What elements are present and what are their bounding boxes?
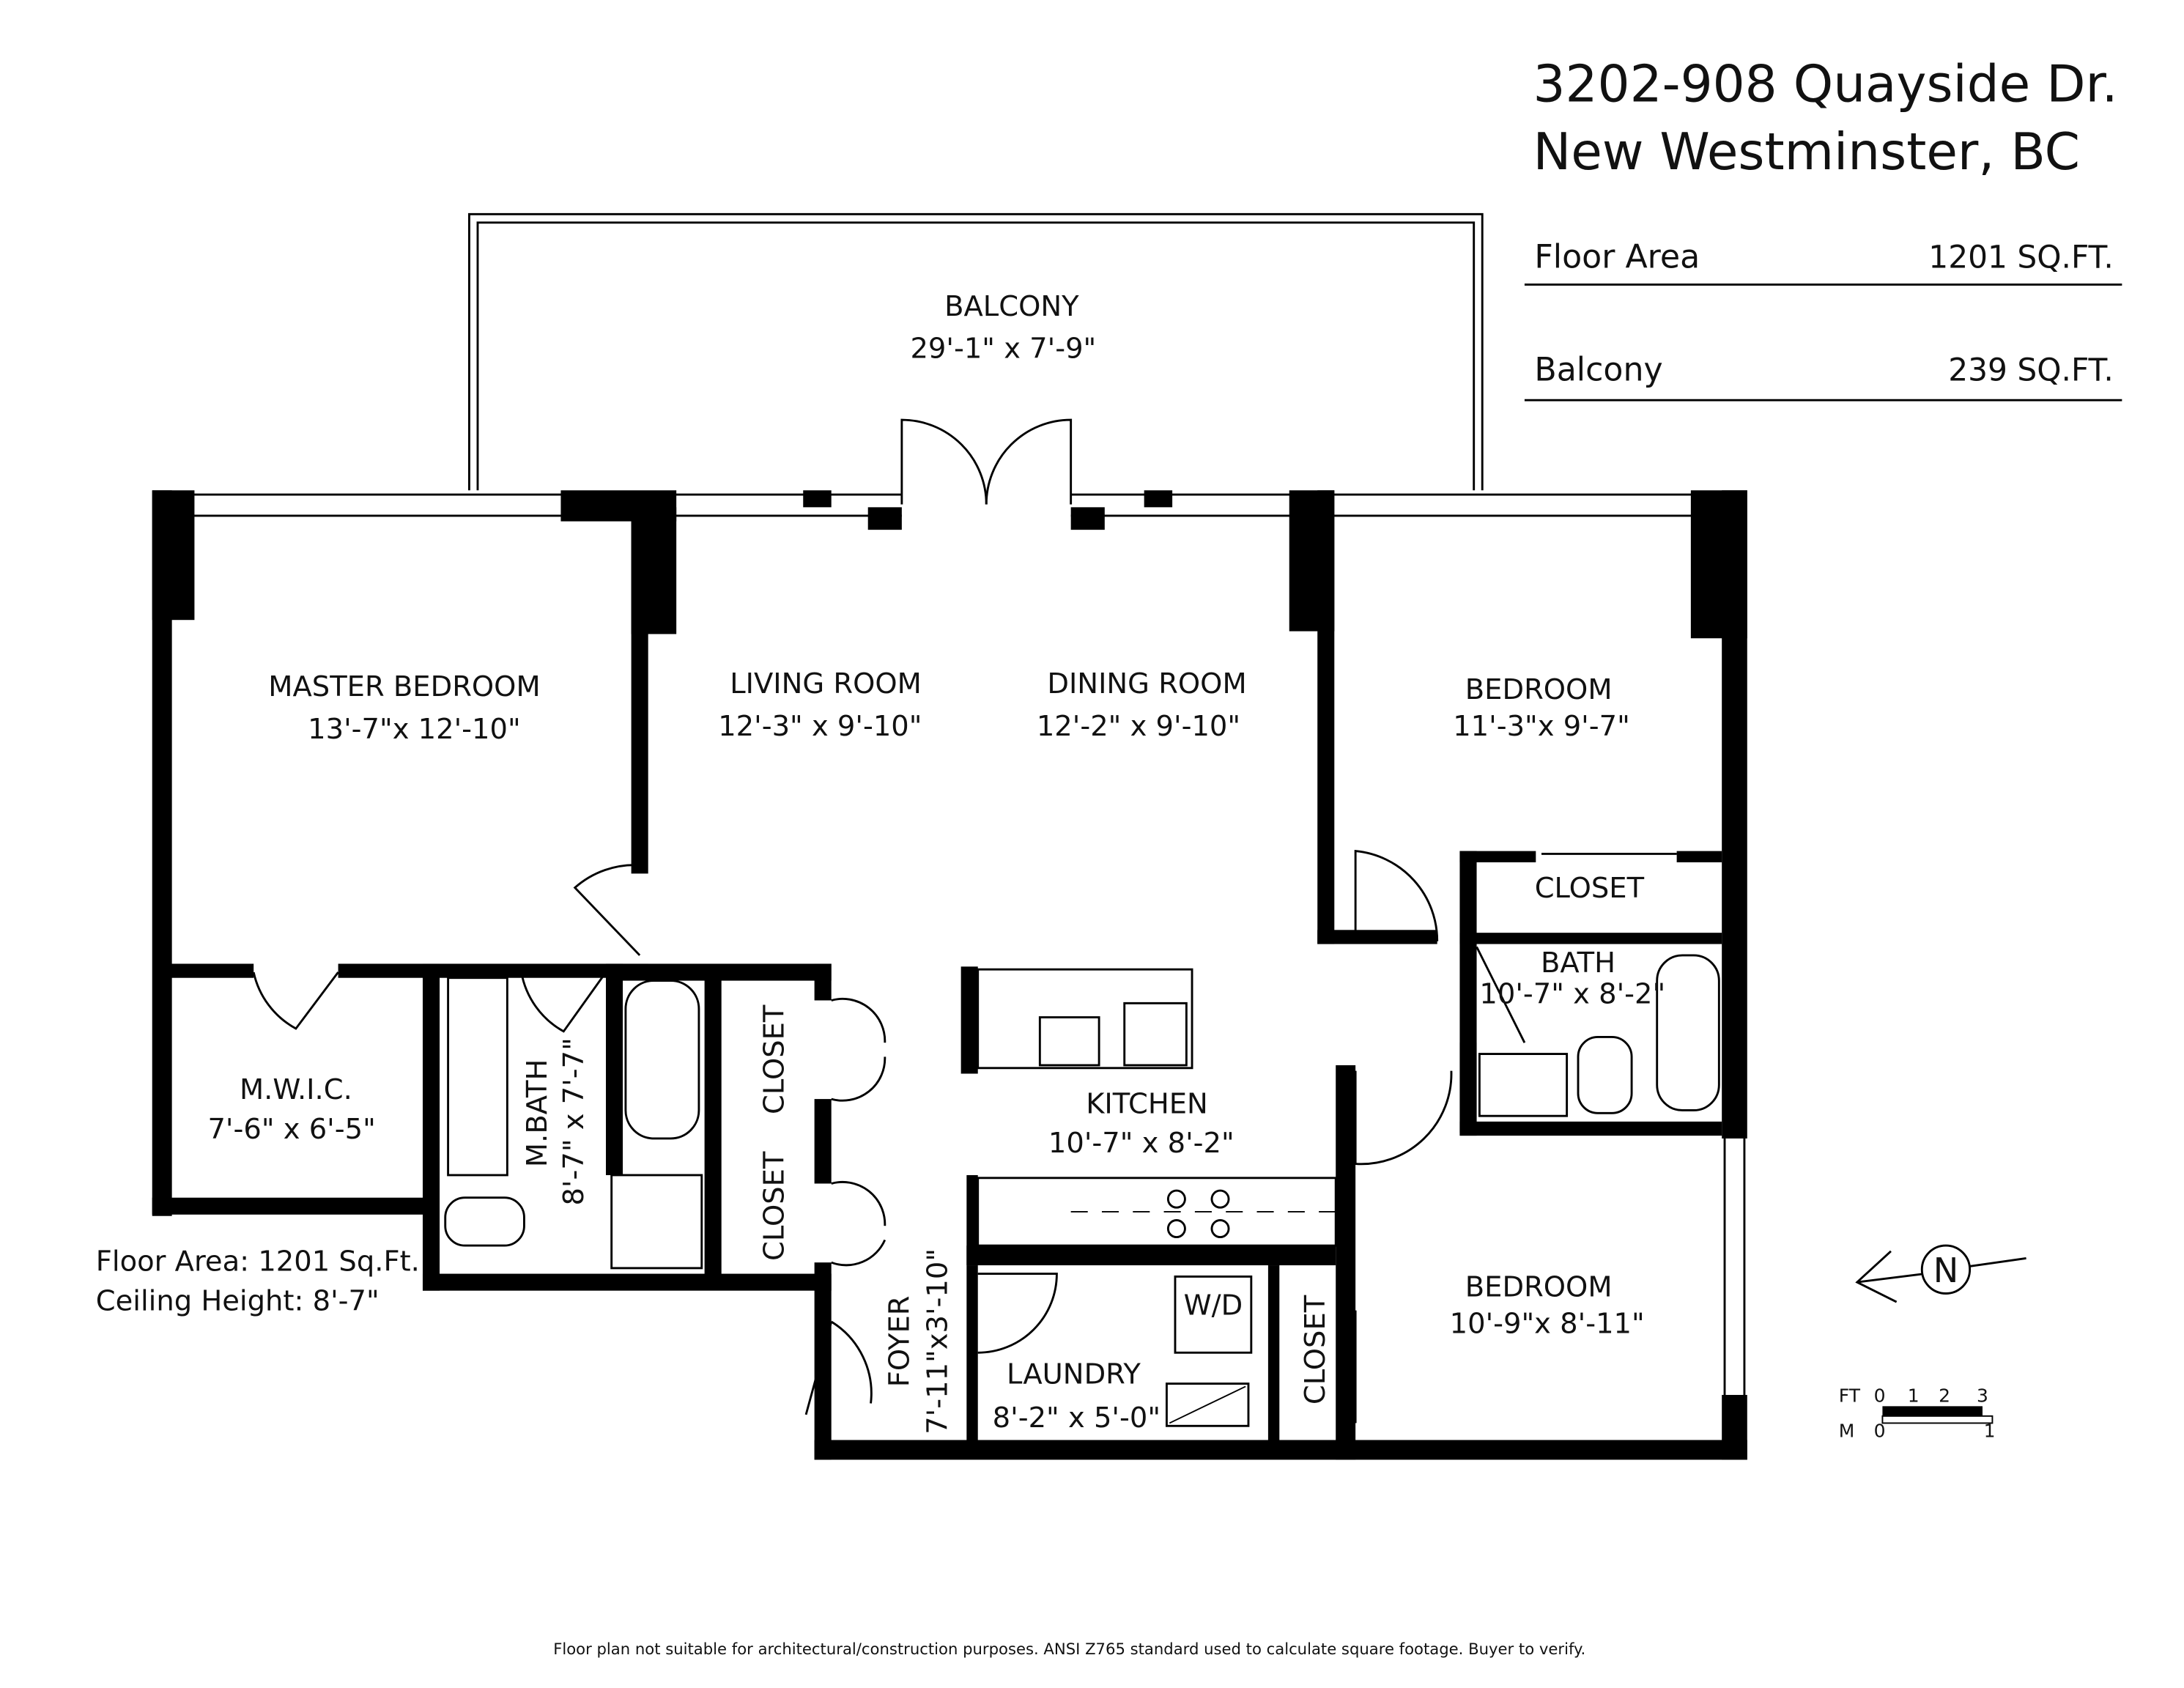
svg-text:FT: FT (1839, 1385, 1861, 1407)
scale-bar: FT 0 1 2 3 M 0 1 (1839, 1385, 1996, 1442)
bathtub-icon (624, 980, 700, 1140)
svg-text:BEDROOM: BEDROOM (1465, 673, 1613, 706)
svg-text:10'-9"x 8'-11": 10'-9"x 8'-11" (1450, 1307, 1645, 1340)
summary-floor-area: Floor Area: 1201 Sq.Ft. (96, 1245, 420, 1278)
room-closet-bedroom-2: CLOSET (1299, 1295, 1332, 1404)
svg-text:BEDROOM: BEDROOM (1465, 1270, 1613, 1303)
doors (252, 418, 1677, 1424)
dishwasher-icon (1123, 1002, 1188, 1067)
room-laundry: LAUNDRY 8'-2" x 5'-0" W/D (993, 1289, 1243, 1435)
toilet-icon (444, 1196, 525, 1247)
svg-text:BALCONY: BALCONY (944, 290, 1079, 323)
washer-dryer-label: W/D (1184, 1289, 1243, 1322)
vanity-icon (447, 977, 508, 1177)
svg-text:M.W.I.C.: M.W.I.C. (240, 1073, 352, 1106)
room-foyer: FOYER 7'-11"x3'-10" (883, 1248, 954, 1435)
washer-dryer-icon (1174, 1275, 1253, 1354)
svg-text:10'-7" x 8'-2": 10'-7" x 8'-2" (1048, 1127, 1234, 1160)
svg-text:12'-2" x 9'-10": 12'-2" x 9'-10" (1037, 710, 1240, 743)
svg-text:M.BATH: M.BATH (521, 1059, 554, 1168)
svg-text:7'-11"x3'-10": 7'-11"x3'-10" (921, 1248, 954, 1435)
svg-text:3: 3 (1977, 1385, 1988, 1407)
room-bath: BATH 10'-7" x 8'-2" (1479, 947, 1665, 1010)
area-row-balcony: Balcony 239 SQ.FT. (1524, 351, 2122, 401)
cooktop-icon (1166, 1189, 1230, 1239)
bathtub-icon (1656, 954, 1720, 1111)
svg-text:8'-2" x 5'-0": 8'-2" x 5'-0" (993, 1402, 1161, 1435)
svg-text:BATH: BATH (1541, 947, 1615, 980)
svg-text:29'-1" x 7'-9": 29'-1" x 7'-9" (910, 332, 1096, 365)
svg-text:MASTER BEDROOM: MASTER BEDROOM (268, 670, 540, 703)
balcony-outline (468, 212, 1484, 491)
svg-text:2: 2 (1939, 1385, 1950, 1407)
room-mbath: M.BATH 8'-7" x 7'-7" (521, 1037, 591, 1205)
address-line-2: New Westminster, BC (1533, 123, 2080, 182)
svg-text:KITCHEN: KITCHEN (1086, 1087, 1208, 1120)
disclaimer: Floor plan not suitable for architectura… (553, 1640, 1585, 1658)
svg-text:DINING ROOM: DINING ROOM (1047, 667, 1246, 700)
svg-text:11'-3"x 9'-7": 11'-3"x 9'-7" (1453, 710, 1630, 743)
area-label: Floor Area (1534, 238, 1700, 275)
svg-text:8'-7" x 7'-7": 8'-7" x 7'-7" (558, 1037, 591, 1205)
kitchen-counter (977, 1177, 1337, 1247)
svg-text:13'-7"x 12'-10": 13'-7"x 12'-10" (308, 713, 521, 746)
room-dining-room: DINING ROOM 12'-2" x 9'-10" (1037, 667, 1247, 743)
room-living-room: LIVING ROOM 12'-3" x 9'-10" (718, 667, 922, 743)
svg-text:M: M (1839, 1421, 1855, 1442)
svg-text:0: 0 (1874, 1385, 1886, 1407)
area-value: 1201 SQ.FT. (1928, 239, 2114, 275)
svg-text:FOYER: FOYER (883, 1295, 916, 1387)
svg-text:0: 0 (1874, 1421, 1886, 1442)
vanity-icon (1478, 1053, 1569, 1117)
room-bedroom-2: BEDROOM 10'-9"x 8'-11" (1450, 1270, 1645, 1340)
room-bedroom-1: BEDROOM 11'-3"x 9'-7" (1453, 673, 1630, 743)
svg-text:N: N (1933, 1251, 1959, 1290)
svg-text:10'-7" x 8'-2": 10'-7" x 8'-2" (1479, 977, 1665, 1010)
area-value: 239 SQ.FT. (1948, 352, 2114, 388)
room-balcony: BALCONY 29'-1" x 7'-9" (910, 290, 1096, 366)
room-mwic: M.W.I.C. 7'-6" x 6'-5" (207, 1073, 375, 1146)
fixtures (444, 954, 1720, 1427)
room-closet-a: CLOSET (758, 1004, 791, 1114)
svg-text:LIVING ROOM: LIVING ROOM (730, 667, 922, 700)
area-label: Balcony (1534, 351, 1662, 388)
room-closet-bedroom-1: CLOSET (1535, 872, 1645, 905)
summary-ceiling-height: Ceiling Height: 8'-7" (96, 1285, 380, 1318)
area-row-floor: Floor Area 1201 SQ.FT. (1524, 238, 2122, 286)
shower-icon (610, 1174, 703, 1270)
svg-text:LAUNDRY: LAUNDRY (1007, 1358, 1141, 1391)
svg-text:1: 1 (1908, 1385, 1920, 1407)
room-closet-b: CLOSET (758, 1151, 791, 1261)
svg-text:7'-6" x 6'-5": 7'-6" x 6'-5" (207, 1113, 375, 1146)
room-master-bedroom: MASTER BEDROOM 13'-7"x 12'-10" (268, 670, 540, 746)
room-kitchen: KITCHEN 10'-7" x 8'-2" (1048, 1087, 1234, 1160)
svg-text:12'-3" x 9'-10": 12'-3" x 9'-10" (718, 710, 922, 743)
sink-icon (1038, 1016, 1100, 1067)
north-arrow-icon: N (1855, 1244, 2026, 1303)
walls (152, 490, 1747, 1460)
toilet-icon (1577, 1036, 1633, 1114)
svg-text:1: 1 (1984, 1421, 1996, 1442)
address-line-1: 3202-908 Quayside Dr. (1533, 55, 2117, 114)
windows (169, 493, 1746, 1398)
